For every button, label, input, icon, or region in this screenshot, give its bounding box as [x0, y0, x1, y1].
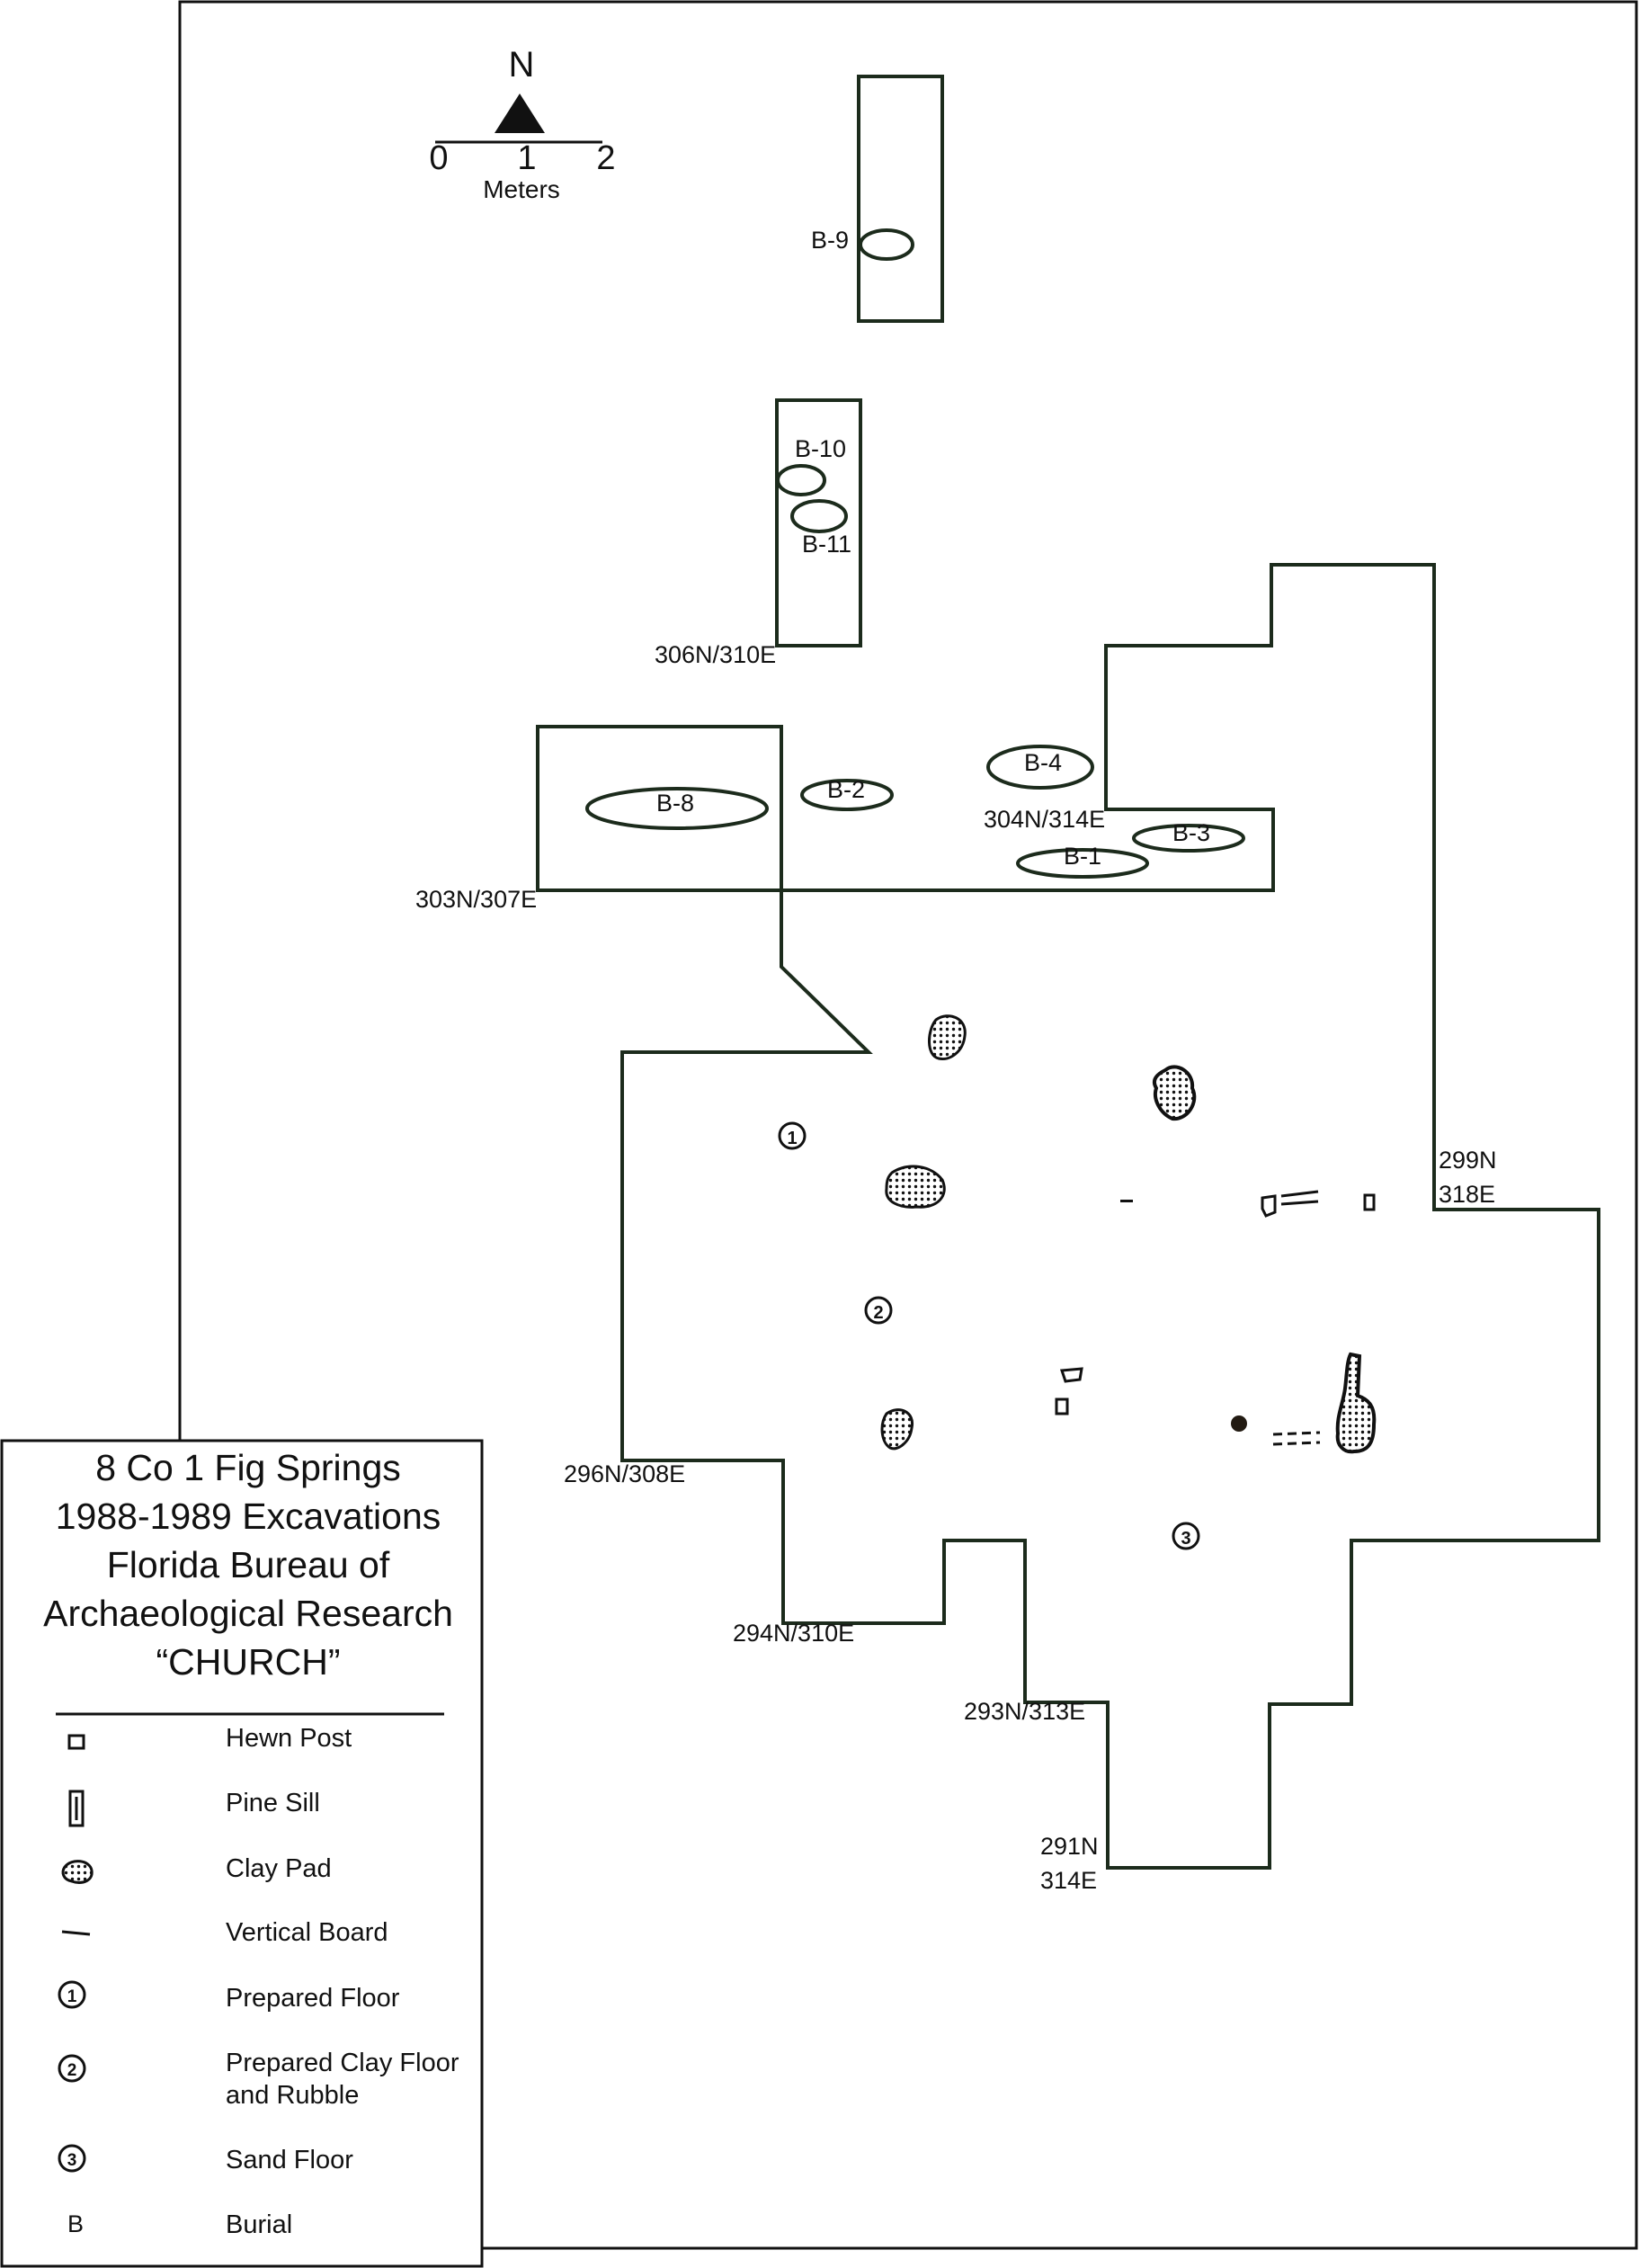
vertical-board-icon [1280, 1200, 1319, 1206]
hewn-post-icon [1261, 1194, 1277, 1218]
burial-b11-oval [790, 499, 848, 533]
legend-label-vertical-board: Vertical Board [226, 1918, 388, 1947]
floor-marker-1-icon [778, 1121, 807, 1150]
legend-box [0, 1439, 484, 2268]
burial-b9-oval [859, 228, 914, 261]
floor-marker-3-label: 3 [1181, 1529, 1190, 1549]
post-mold-icon [1231, 1415, 1247, 1432]
grid-labels: 306N/310E 304N/314E 303N/307E 299N 318E … [415, 641, 1497, 1894]
burial-b10-oval [776, 464, 826, 496]
legend-title-line-5: “CHURCH” [156, 1641, 341, 1683]
grid-label-306n-310e: 306N/310E [655, 641, 776, 668]
grid-label-296n-308e: 296N/308E [564, 1460, 685, 1487]
grid-label-304n-314e: 304N/314E [984, 806, 1105, 833]
grid-label-291n: 291N [1040, 1833, 1099, 1860]
burial-b8-oval [585, 787, 769, 830]
burial-b3-oval [1132, 824, 1245, 853]
legend-burial-glyph: B [67, 2210, 84, 2237]
legend-prepared-floor-icon [58, 1980, 86, 2009]
legend-prepared-clay-floor-icon [58, 2054, 86, 2083]
burial-b4-label: B-4 [1024, 749, 1062, 776]
hewn-post-icon [1059, 1367, 1083, 1383]
burial-b9-label: B-9 [811, 227, 849, 254]
legend-label-pine-sill: Pine Sill [226, 1789, 320, 1817]
legend-label-prepared-floor: Prepared Floor [226, 1984, 400, 2013]
clay-pad-icon [880, 1408, 914, 1451]
scale-tick-0: 0 [429, 139, 448, 177]
unit-middle-trench [775, 398, 862, 647]
legend-title-line-4: Archaeological Research [43, 1593, 453, 1634]
unit-east-block [620, 563, 1600, 1870]
scale-tick-2: 2 [596, 139, 615, 177]
burial-b3-label: B-3 [1172, 819, 1210, 846]
north-arrow-icon [495, 94, 545, 133]
grid-label-299n: 299N [1439, 1147, 1497, 1174]
burial-ovals [585, 228, 1245, 879]
legend-vertical-board-icon [61, 1930, 91, 1936]
hewn-post-icon [1055, 1397, 1069, 1415]
burial-b1-label: B-1 [1064, 843, 1101, 870]
legend-title-line-2: 1988-1989 Excavations [56, 1496, 441, 1537]
legend-title-line-3: Florida Bureau of [107, 1544, 390, 1585]
floor-marker-3-icon [1172, 1522, 1200, 1550]
legend-label-clay-pad: Clay Pad [226, 1854, 332, 1883]
legend-hewn-post-icon [67, 1734, 85, 1750]
legend: 8 Co 1 Fig Springs 1988-1989 Excavations… [0, 1439, 484, 2268]
legend-sand-floor-icon [58, 2144, 86, 2173]
grid-label-318e: 318E [1439, 1181, 1495, 1208]
burial-b4-oval [986, 745, 1094, 790]
burial-b8-label: B-8 [656, 790, 694, 817]
legend-clay-pad-icon [61, 1860, 94, 1884]
grid-label-294n-310e: 294N/310E [733, 1620, 854, 1647]
burial-b10-label: B-10 [795, 435, 846, 462]
unit-north-trench [857, 75, 944, 323]
scale-tick-1: 1 [517, 139, 536, 177]
unit-b8-block [536, 725, 783, 892]
burial-b1-oval [1016, 848, 1149, 879]
legend-sand-floor-glyph: 3 [67, 2151, 77, 2170]
burial-b2-oval [800, 779, 894, 811]
legend-label-prepared-clay-floor: Prepared Clay Floor [226, 2049, 459, 2077]
pine-sill-icon [1335, 1352, 1377, 1454]
legend-pine-sill-icon [68, 1790, 85, 1827]
grid-label-314e: 314E [1040, 1867, 1097, 1894]
legend-label-sand-floor: Sand Floor [226, 2146, 353, 2174]
floor-markers: 1 2 3 [778, 1121, 1200, 1550]
map-frame [178, 0, 1638, 2250]
hewn-post-icon [1363, 1193, 1376, 1211]
grid-label-303n-307e: 303N/307E [415, 886, 537, 913]
legend-prepared-floor-glyph: 1 [67, 1987, 77, 2006]
legend-prepared-clay-floor-glyph: 2 [67, 2061, 77, 2080]
vertical-board-icon [1120, 1200, 1133, 1202]
excavation-outlines [536, 75, 1600, 1870]
floor-marker-2-icon [864, 1296, 893, 1325]
floor-marker-2-label: 2 [873, 1303, 883, 1323]
burial-b11-label: B-11 [802, 531, 851, 558]
legend-title-line-1: 8 Co 1 Fig Springs [95, 1447, 401, 1488]
burial-b2-label: B-2 [827, 776, 865, 803]
legend-label-burial: Burial [226, 2210, 292, 2239]
scale-unit: Meters [483, 175, 560, 203]
features [880, 1014, 1377, 1454]
legend-label-prepared-clay-floor-2: and Rubble [226, 2081, 359, 2110]
vertical-board-icon [1280, 1190, 1319, 1198]
floor-marker-1-label: 1 [787, 1129, 797, 1148]
burial-labels: B-9 B-10 B-11 B-4 B-2 B-8 B-3 B-1 [656, 227, 1210, 870]
clay-pad-icon [1152, 1065, 1197, 1121]
clay-pad-icon [928, 1014, 967, 1061]
legend-label-hewn-post: Hewn Post [226, 1724, 352, 1753]
north-label: N [509, 45, 535, 85]
vertical-board-icon [1272, 1441, 1321, 1446]
north-arrow: N 0 1 2 Meters [429, 45, 615, 203]
vertical-board-icon [1272, 1431, 1321, 1436]
grid-label-293n-313e: 293N/313E [964, 1698, 1085, 1725]
clay-pad-icon [885, 1165, 946, 1209]
